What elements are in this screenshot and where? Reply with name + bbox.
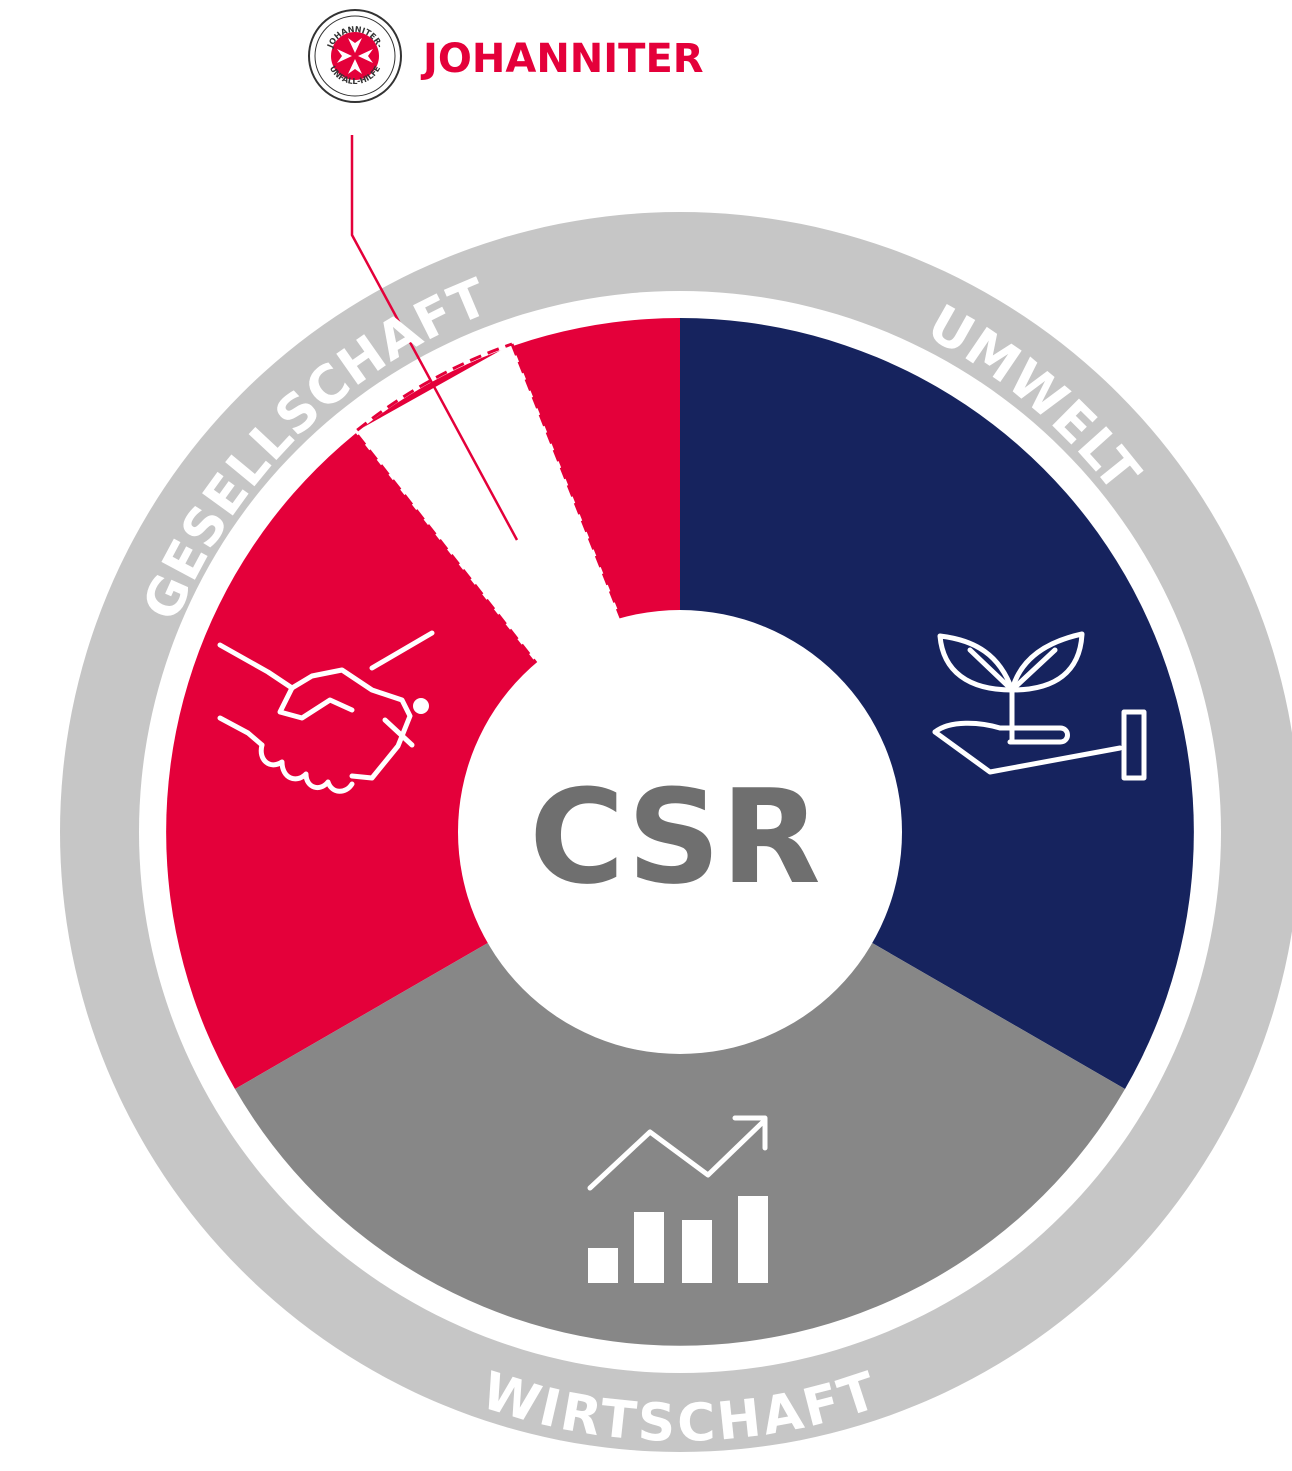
handshake-icon — [217, 630, 435, 794]
growth-chart-icon — [587, 1115, 768, 1283]
johanniter-logo: JOHANNITER- UNFALL-HILFE — [308, 9, 402, 103]
plant-in-hand-icon — [932, 631, 1147, 781]
seal-red-disc — [331, 32, 379, 80]
maltese-cross-icon — [337, 38, 373, 74]
economy-segment — [235, 832, 1125, 1346]
center-circle — [458, 610, 902, 1054]
brand-name: JOHANNITER — [420, 36, 704, 82]
seal-inner-ring — [314, 15, 396, 97]
johanniter-leader-line — [350, 135, 519, 541]
center-label: CSR — [529, 761, 821, 913]
johanniter-wedge — [355, 344, 625, 668]
